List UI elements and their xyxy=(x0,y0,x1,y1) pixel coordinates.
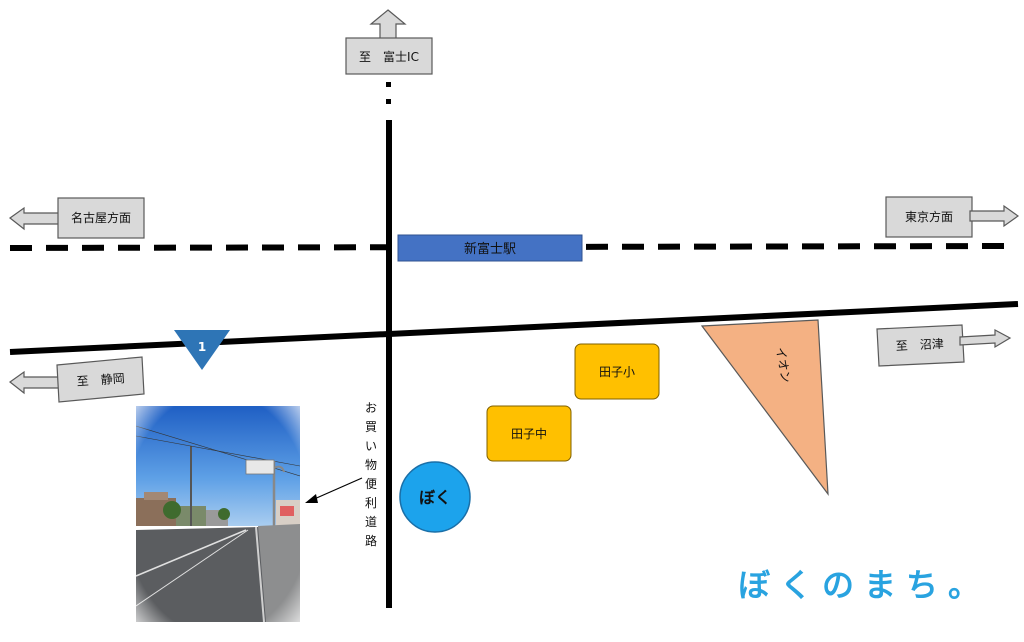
road-label-char: 便 xyxy=(365,477,377,491)
station-label: 新富士駅 xyxy=(464,241,516,257)
route-number: 1 xyxy=(198,340,206,354)
east-direction-sign-lower: 至 沼津 xyxy=(876,324,1012,367)
east-direction-sign-upper: 東京方面 xyxy=(885,196,1020,238)
west-upper-sign-label: 名古屋方面 xyxy=(71,210,131,225)
north-sign-label: 至 富士IC xyxy=(359,49,419,64)
middle-school: 田子中 xyxy=(486,405,572,462)
road-label-char: い xyxy=(365,439,377,453)
road-label-char: 買 xyxy=(365,420,377,434)
road-label-char: 路 xyxy=(365,533,377,548)
home-marker-label: ぼく xyxy=(419,488,451,507)
map-caption: ぼくのまち。 xyxy=(738,566,991,604)
east-upper-sign-label: 東京方面 xyxy=(905,209,953,224)
west-lower-sign-label: 至 静岡 xyxy=(76,371,125,388)
elementary-school: 田子小 xyxy=(574,343,660,400)
store-label: イオン xyxy=(773,346,793,384)
road-label-char: 道 xyxy=(365,515,377,529)
north-direction-sign: 至 富士IC xyxy=(345,9,433,75)
road-label-char: 物 xyxy=(365,458,377,472)
station: 新富士駅 xyxy=(397,234,583,262)
east-lower-sign-label: 至 沼津 xyxy=(895,337,944,353)
street-photo xyxy=(136,406,300,622)
home-marker: ぼく xyxy=(399,461,471,533)
road-label-char: 利 xyxy=(365,496,377,510)
store-aeon: イオン xyxy=(700,319,829,496)
west-direction-sign-lower: 至 静岡 xyxy=(8,356,145,403)
route-marker: 1 xyxy=(174,330,230,370)
photo-pointer-arrow xyxy=(305,477,363,503)
middle-school-label: 田子中 xyxy=(511,426,547,441)
north-south-road xyxy=(386,82,392,608)
west-direction-sign-upper: 名古屋方面 xyxy=(8,197,145,239)
road-label-char: お xyxy=(365,401,377,415)
route-1-road xyxy=(9,301,1019,355)
railway-line xyxy=(9,243,1013,251)
elementary-school-label: 田子小 xyxy=(599,365,635,379)
